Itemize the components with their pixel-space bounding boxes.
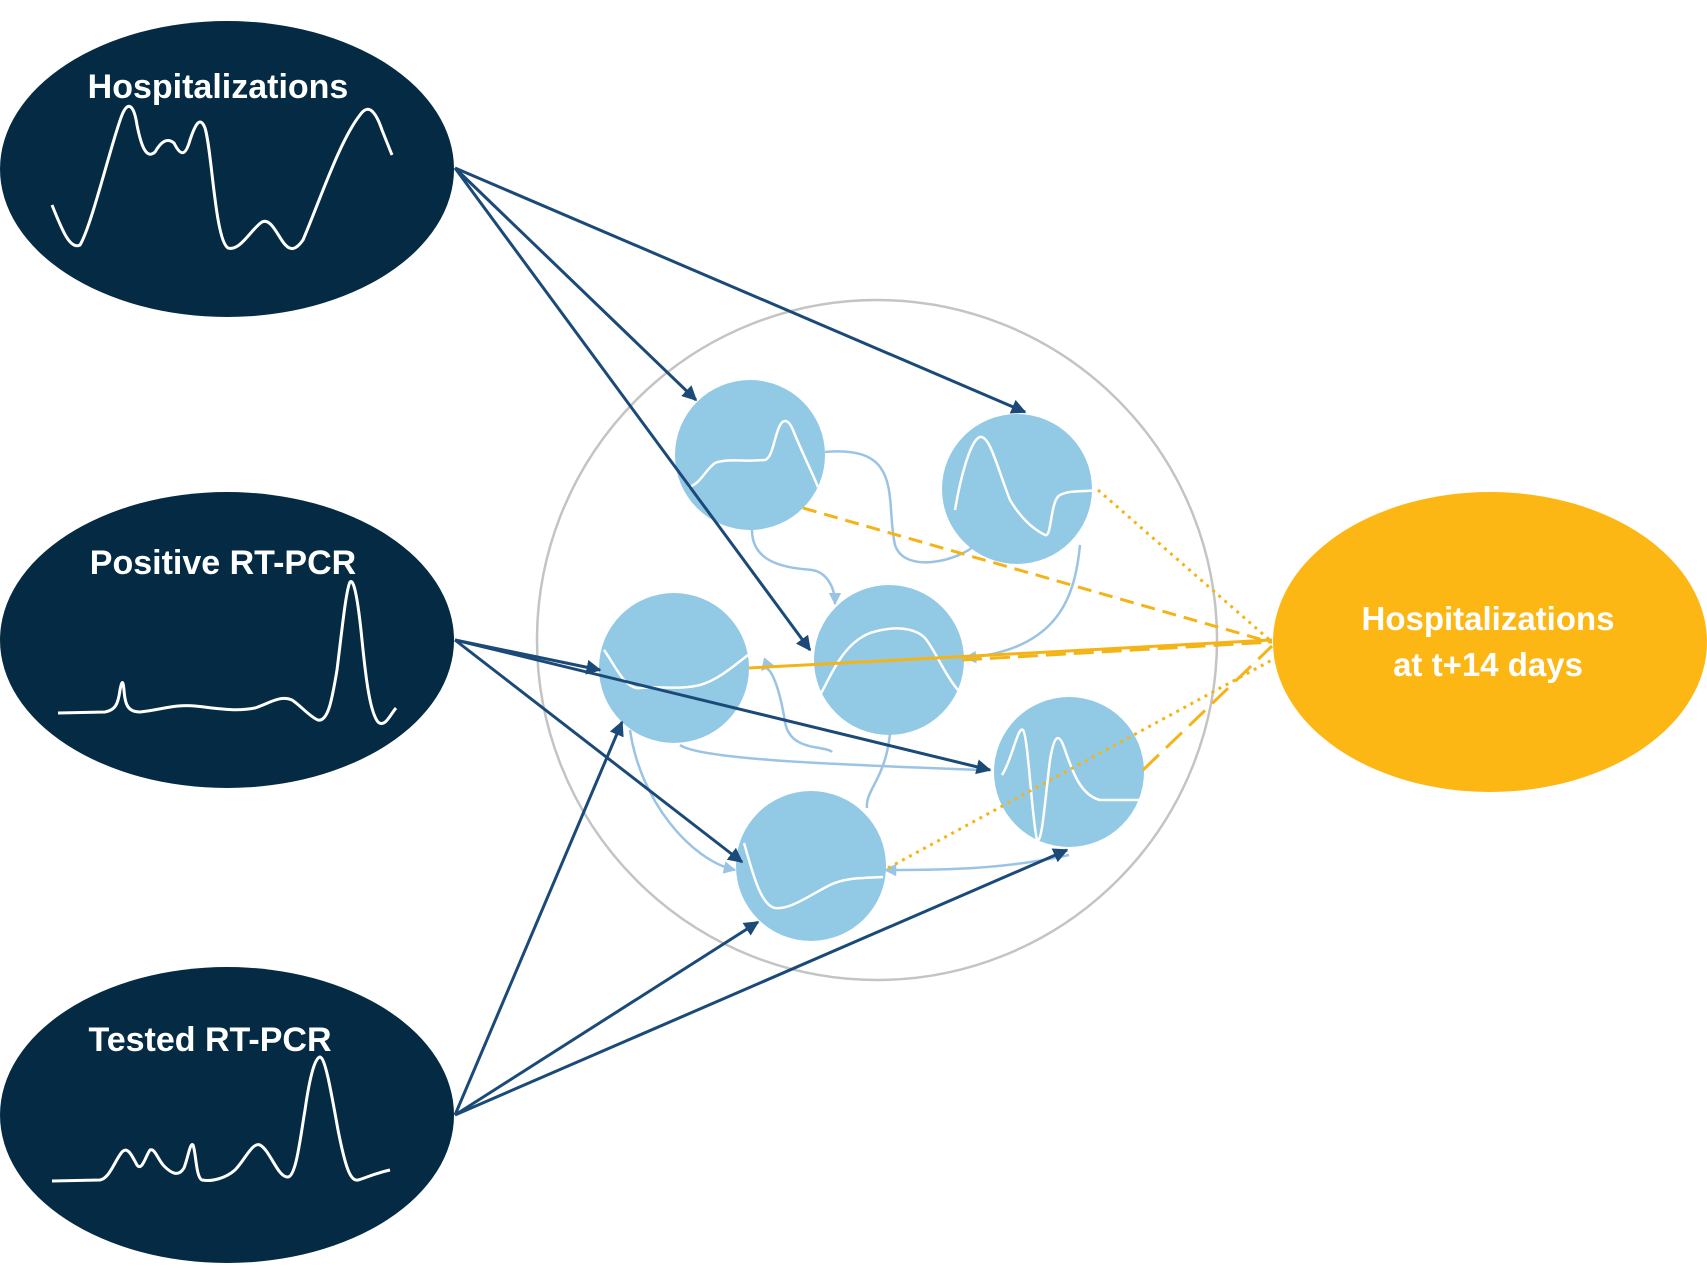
output-node: Hospitalizations at t+14 days <box>1273 492 1707 792</box>
hidden-node-5 <box>994 697 1144 847</box>
output-connections <box>748 488 1274 870</box>
hidden-node-6-signal-icon <box>742 842 884 910</box>
input-connections <box>453 166 1069 1117</box>
input-node-tested-rtpcr: Tested RT-PCR <box>0 967 454 1263</box>
input-node-hospitalizations: Hospitalizations <box>0 21 454 317</box>
input-label-tested-rtpcr: Tested RT-PCR <box>88 1021 331 1059</box>
positive-rtpcr-signal-icon <box>57 580 398 725</box>
hidden-node-4-signal-icon <box>815 627 959 701</box>
hidden-node-3 <box>599 593 749 743</box>
tested-rtpcr-signal-icon <box>51 1055 391 1183</box>
input-label-hospitalizations: Hospitalizations <box>88 68 349 106</box>
output-label-line2: at t+14 days <box>1393 646 1583 683</box>
hidden-node-2-signal-icon <box>953 435 1101 537</box>
hidden-node-2 <box>942 414 1101 564</box>
hidden-node-5-signal-icon <box>1000 728 1143 842</box>
hidden-node-6 <box>736 791 886 941</box>
hidden-node-1-signal-icon <box>687 419 820 489</box>
input-node-positive-rtpcr: Positive RT-PCR <box>0 492 454 788</box>
hidden-node-1 <box>675 380 825 530</box>
hospitalizations-signal-icon <box>50 104 394 250</box>
reservoir-outline <box>535 298 1219 982</box>
output-label-line1: Hospitalizations <box>1361 600 1614 637</box>
input-label-positive-rtpcr: Positive RT-PCR <box>90 544 356 582</box>
hidden-node-3-signal-icon <box>602 649 749 690</box>
